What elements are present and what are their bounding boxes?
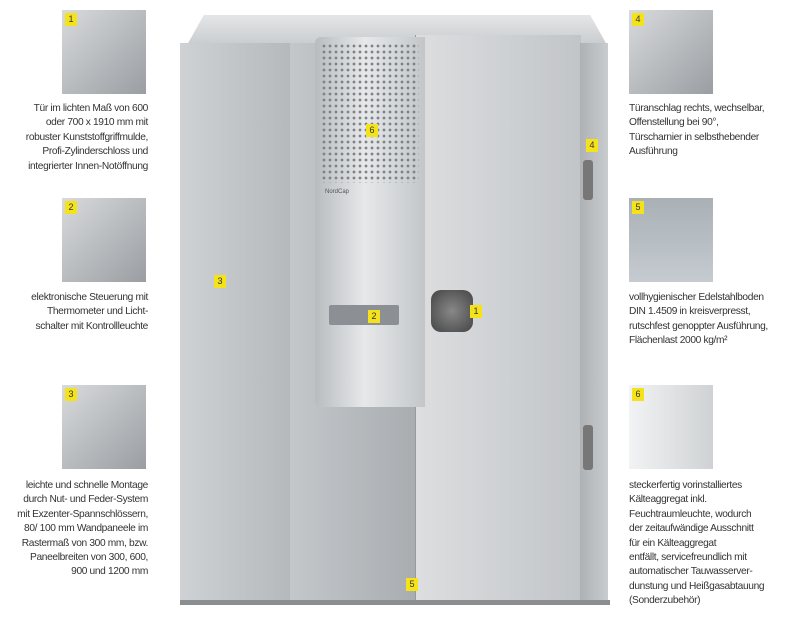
text-line: Flächenlast 2000 kg/m² <box>629 335 728 347</box>
text-line: für ein Kälteaggregat <box>629 537 717 549</box>
marker-6: 6 <box>366 124 378 137</box>
refrigeration-unit: NordCap <box>315 37 425 407</box>
text-line: Türanschlag rechts, wechselbar, <box>629 103 765 114</box>
marker-4: 4 <box>586 139 598 152</box>
marker-3: 3 <box>214 275 226 288</box>
thumb-hinge: 4 <box>629 10 713 94</box>
hinge-bottom <box>583 425 593 470</box>
text-line: dunstung und Heißgasabtauung <box>629 580 765 592</box>
text-line: der zeitaufwändige Ausschnitt <box>629 523 754 535</box>
text-line: Thermometer und Licht- <box>46 306 148 318</box>
text-line: schalter mit Kontrollleuchte <box>35 320 148 332</box>
text-line: Kälteaggregat inkl. <box>629 494 707 506</box>
text-line: Rastermaß von 300 mm, bzw. <box>21 537 149 549</box>
text-line: integrierter Innen-Notöffnung <box>28 160 148 172</box>
thumb-badge: 3 <box>65 388 77 401</box>
text-line: Profi-Zylinderschloss und <box>42 146 148 158</box>
text-line: automatischer Tauwasserver- <box>629 566 753 578</box>
hinge-top <box>583 160 593 200</box>
text-line: leichte und schnelle Montage <box>25 480 149 491</box>
brand-logo: NordCap <box>325 189 350 195</box>
text-line: (Sonderzubehör) <box>629 595 701 607</box>
thumb-badge: 1 <box>65 13 77 26</box>
text-line: 900 und 1200 mm <box>71 566 148 578</box>
text-line: Offenstellung bei 90°, <box>629 117 719 129</box>
thumb-refrigeration-unit: 6 <box>629 385 713 469</box>
callout-3-text: leichte und schnelle Montage durch Nut- u… <box>17 479 148 580</box>
text-line: Türscharnier in selbsthebender <box>629 131 759 143</box>
thumb-badge: 6 <box>632 388 644 401</box>
left-wall-panel <box>180 43 290 603</box>
thumb-floor: 5 <box>629 198 713 282</box>
marker-1: 1 <box>470 305 482 318</box>
text-line: robuster Kunststoffgriffmulde, <box>25 131 149 143</box>
callout-1-text: Tür im lichten Maß von 600 oder 700 x 191… <box>25 102 149 174</box>
control-panel[interactable] <box>329 305 399 325</box>
thumb-badge: 4 <box>632 13 644 26</box>
right-wall-panel <box>580 43 608 603</box>
text-line: elektronische Steuerung mit <box>31 292 148 303</box>
thumb-controls: 2 <box>62 198 146 282</box>
marker-2: 2 <box>368 310 380 323</box>
text-line: 80/ 100 mm Wandpaneele im <box>24 523 148 535</box>
text-line: oder 700 x 1910 mm mit <box>45 117 149 129</box>
text-line: Paneelbreiten von 300, 600, <box>30 552 148 564</box>
thumb-badge: 2 <box>65 201 77 214</box>
text-line: steckerfertig vorinstalliertes <box>629 480 742 491</box>
thumb-assembly: 3 <box>62 385 146 469</box>
door-handle[interactable] <box>431 290 473 332</box>
thumb-badge: 5 <box>632 201 644 214</box>
callout-4-text: Türanschlag rechts, wechselbar, Offenstel… <box>629 102 765 160</box>
text-line: Tür im lichten Maß von 600 <box>33 103 149 114</box>
text-line: vollhygienischer Edelstahlboden <box>629 292 764 303</box>
marker-5: 5 <box>406 578 418 591</box>
vent-grille <box>321 43 419 183</box>
cold-room-illustration: NordCap <box>175 15 615 605</box>
floor-edge <box>180 600 610 605</box>
text-line: Feuchtraumleuchte, wodurch <box>629 508 752 520</box>
thumb-door-handle: 1 <box>62 10 146 94</box>
text-line: mit Exzenter-Spannschlössern, <box>17 508 148 520</box>
text-line: durch Nut- und Feder-System <box>23 494 148 506</box>
text-line: DIN 1.4509 in kreisverpresst, <box>629 306 751 318</box>
text-line: rutschfest genoppter Ausführung, <box>629 320 768 332</box>
text-line: Ausführung <box>629 146 678 158</box>
text-line: entfällt, servicefreundlich mit <box>629 552 747 564</box>
